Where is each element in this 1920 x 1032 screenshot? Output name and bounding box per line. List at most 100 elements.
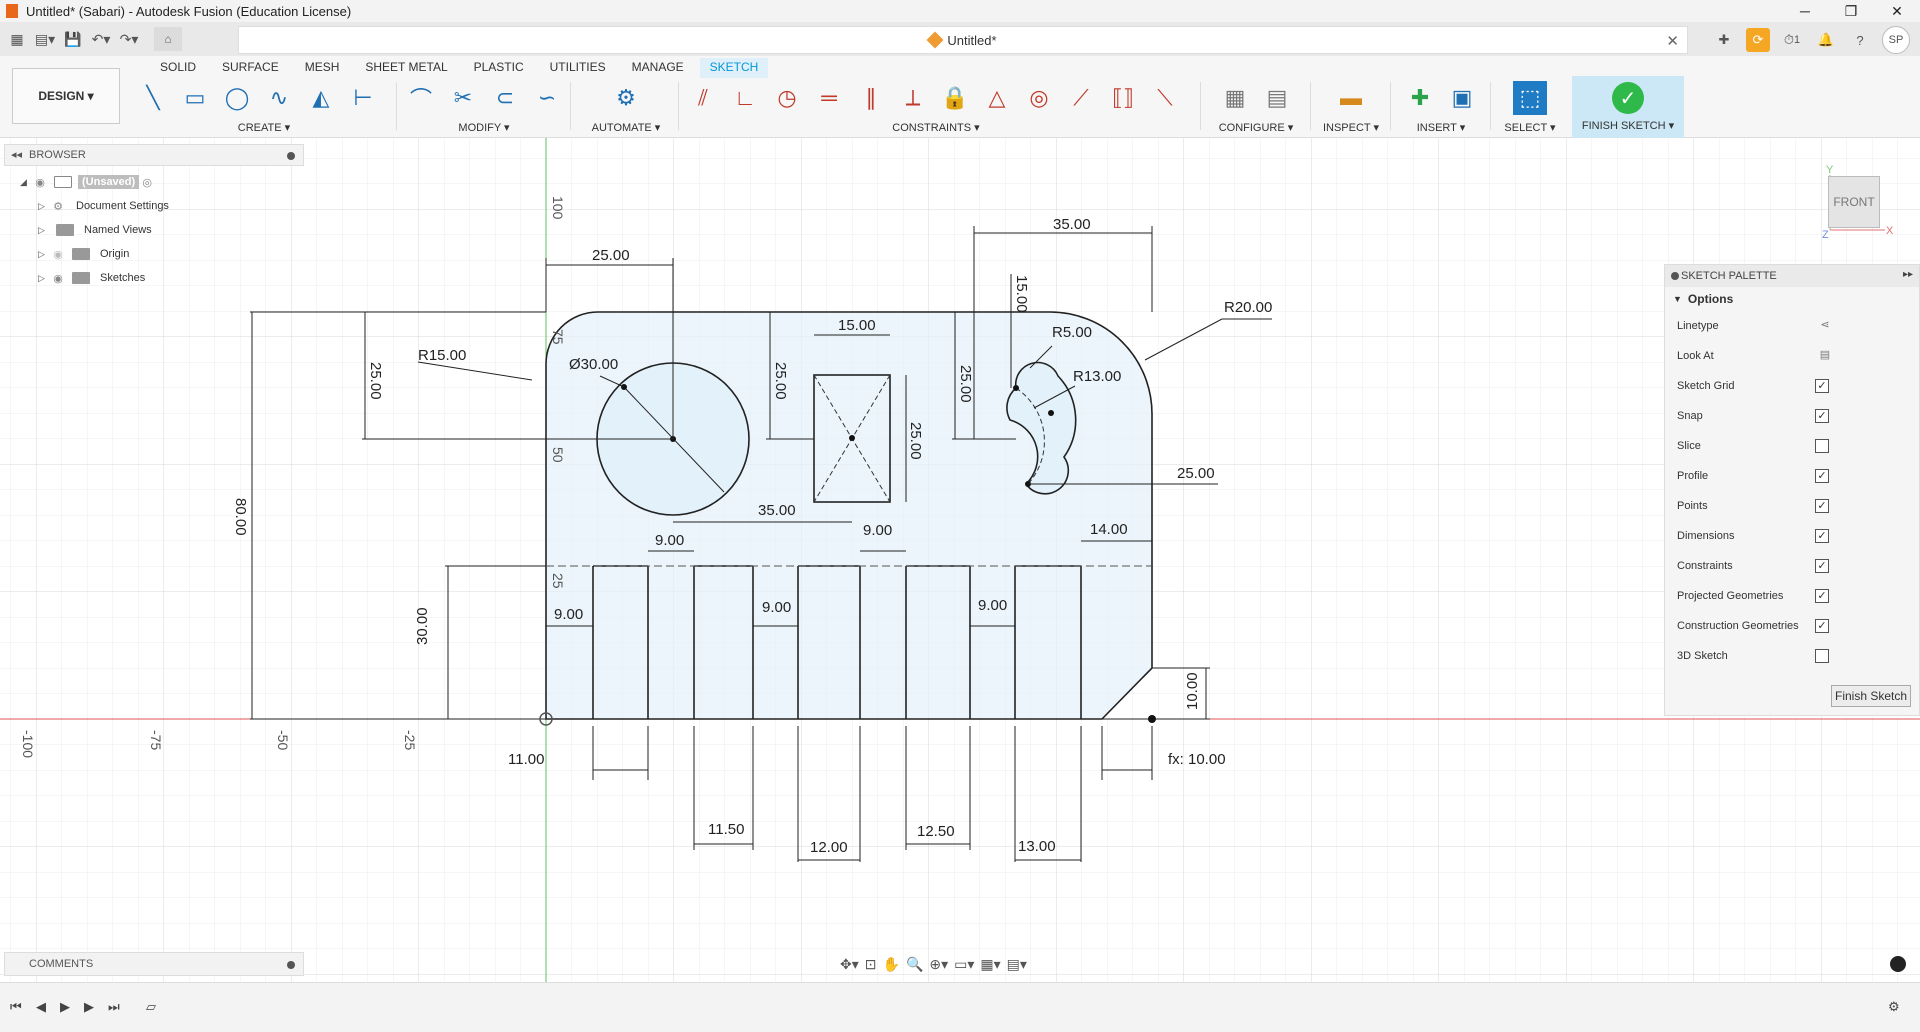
- checkbox[interactable]: [1815, 439, 1829, 453]
- fillet-icon[interactable]: ⌒: [409, 87, 432, 112]
- job-status-icon[interactable]: ⏱1: [1783, 32, 1801, 47]
- dim-r13[interactable]: R13.00: [1073, 368, 1121, 385]
- next-step-icon[interactable]: ▶: [84, 999, 94, 1014]
- pin-icon[interactable]: [287, 152, 295, 160]
- insert-component-icon[interactable]: ✚: [1410, 85, 1430, 110]
- pan-icon[interactable]: ✋: [882, 955, 900, 972]
- finish-sketch-palette-button[interactable]: Finish Sketch: [1831, 685, 1911, 707]
- play-icon[interactable]: ▶: [60, 999, 70, 1014]
- select-menu[interactable]: SELECT ▾: [1504, 122, 1556, 134]
- dim-12-00[interactable]: 12.00: [810, 839, 848, 856]
- tree-origin[interactable]: ▷ ◉ Origin: [38, 245, 133, 263]
- browser-panel-header[interactable]: ◂◂ BROWSER: [4, 144, 304, 166]
- dim-dia30[interactable]: Ø30.00: [569, 356, 618, 373]
- dim-r20[interactable]: R20.00: [1224, 299, 1272, 316]
- orbit-icon[interactable]: ✥▾: [840, 955, 859, 972]
- tree-document-settings[interactable]: ▷ ⚙ Document Settings: [38, 197, 173, 215]
- horizontal-vertical-icon[interactable]: ∟: [734, 85, 756, 110]
- look-at-icon[interactable]: ▤: [1819, 349, 1831, 361]
- dim-fx10[interactable]: fx: 10.00: [1168, 751, 1226, 768]
- checkbox[interactable]: [1815, 649, 1829, 663]
- display-settings-icon[interactable]: ▭▾: [954, 955, 975, 972]
- measure-icon[interactable]: ▬: [1340, 85, 1362, 110]
- comments-panel[interactable]: COMMENTS: [4, 952, 304, 976]
- dim-25-top[interactable]: 25.00: [592, 247, 630, 264]
- collapse-arrow-icon[interactable]: ◂◂: [11, 149, 23, 161]
- extensions-icon[interactable]: ⟳: [1746, 28, 1770, 52]
- redo-icon[interactable]: ↷▾: [119, 30, 139, 47]
- visibility-eye-icon[interactable]: ◉: [35, 176, 45, 189]
- triangle-icon[interactable]: △: [988, 85, 1006, 110]
- concentric-icon[interactable]: ◎: [1029, 85, 1049, 110]
- checkbox[interactable]: ✓: [1815, 469, 1829, 483]
- dim-9-e[interactable]: 9.00: [978, 597, 1007, 614]
- sketch-timeline-icon[interactable]: ▱: [146, 999, 156, 1014]
- constraints-menu[interactable]: CONSTRAINTS ▾: [892, 122, 980, 134]
- document-tab[interactable]: Untitled* ✕: [238, 26, 1688, 54]
- sketch-canvas[interactable]: 100 75 50 25 -100 -75 -50 -25 25.00 35.0…: [0, 138, 1920, 982]
- new-tab-icon[interactable]: ✚: [1718, 32, 1730, 47]
- hidden-eye-icon[interactable]: ◉: [53, 248, 63, 261]
- previous-step-icon[interactable]: ◀: [36, 999, 46, 1014]
- trim-icon[interactable]: ✂: [453, 85, 473, 110]
- palette-header[interactable]: SKETCH PALETTE ▸▸: [1665, 265, 1919, 287]
- inspect-menu[interactable]: INSPECT ▾: [1322, 122, 1380, 134]
- zoom-icon[interactable]: 🔍: [905, 955, 924, 972]
- dim-15[interactable]: 15.00: [838, 317, 876, 334]
- options-section[interactable]: ▼ Options: [1665, 287, 1919, 311]
- create-menu[interactable]: CREATE ▾: [237, 122, 291, 134]
- insert-menu[interactable]: INSERT ▾: [1416, 122, 1466, 134]
- dim-80[interactable]: 80.00: [232, 498, 249, 536]
- extend-icon[interactable]: ∽: [537, 85, 557, 110]
- tab-sheet-metal[interactable]: SHEET METAL: [365, 60, 448, 74]
- checkbox[interactable]: ✓: [1815, 559, 1829, 573]
- offset-icon[interactable]: ⊂: [495, 85, 515, 110]
- curvature-icon[interactable]: ⟍: [1157, 85, 1173, 110]
- automate-icon[interactable]: ⚙: [616, 85, 636, 110]
- viewports-icon[interactable]: ▤▾: [1006, 955, 1027, 972]
- tab-sketch[interactable]: SKETCH: [699, 58, 769, 78]
- maximize-button[interactable]: ❐: [1844, 2, 1858, 19]
- circle-icon[interactable]: ◯: [224, 85, 250, 110]
- look-at-icon[interactable]: ⊡: [864, 955, 877, 972]
- dim-r5[interactable]: R5.00: [1052, 324, 1092, 341]
- select-icon[interactable]: ⬚: [1513, 81, 1547, 115]
- expand-icon[interactable]: ▷: [38, 224, 45, 235]
- dim-25-c[interactable]: 25.00: [957, 365, 974, 403]
- mirror-icon[interactable]: ◭: [312, 85, 330, 110]
- symmetry-icon[interactable]: ⟦⟧: [1112, 85, 1134, 110]
- modify-menu[interactable]: MODIFY ▾: [458, 122, 510, 134]
- expand-icon[interactable]: ▷: [38, 248, 45, 259]
- close-document-icon[interactable]: ✕: [1666, 33, 1679, 50]
- insert-image-icon[interactable]: ▣: [1451, 85, 1473, 110]
- dim-14[interactable]: 14.00: [1090, 521, 1128, 538]
- tab-manage[interactable]: MANAGE: [631, 60, 684, 74]
- file-menu-icon[interactable]: ▤▾: [34, 30, 56, 47]
- dim-30[interactable]: 30.00: [414, 607, 431, 645]
- checkbox[interactable]: ✓: [1815, 529, 1829, 543]
- tab-utilities[interactable]: UTILITIES: [549, 60, 606, 74]
- activate-icon[interactable]: ◎: [142, 176, 152, 189]
- configure-icon[interactable]: ▦: [1224, 85, 1246, 110]
- notifications-icon[interactable]: 🔔: [1817, 32, 1835, 47]
- save-icon[interactable]: 💾: [64, 30, 82, 47]
- expand-icon[interactable]: ▷: [38, 272, 45, 283]
- dim-9-d[interactable]: 9.00: [762, 599, 791, 616]
- dim-10-v[interactable]: 10.00: [1184, 672, 1201, 710]
- dimension-icon[interactable]: ⊢: [353, 85, 373, 110]
- dim-9-a[interactable]: 9.00: [655, 532, 684, 549]
- checkbox[interactable]: ✓: [1815, 499, 1829, 513]
- configure-menu[interactable]: CONFIGURE ▾: [1218, 122, 1294, 134]
- zoom-window-icon[interactable]: ⊕▾: [929, 955, 949, 972]
- tree-named-views[interactable]: ▷ Named Views: [38, 221, 156, 239]
- close-button[interactable]: ✕: [1891, 2, 1903, 19]
- timeline-settings-icon[interactable]: ⚙: [1888, 999, 1900, 1014]
- coincident-icon[interactable]: ⫽: [698, 85, 708, 110]
- collinear-icon[interactable]: ⟋: [1073, 85, 1089, 110]
- home-icon[interactable]: ⌂: [154, 27, 182, 51]
- minimize-button[interactable]: ─: [1800, 3, 1810, 19]
- expand-icon[interactable]: ▷: [38, 200, 45, 211]
- tree-item-unsaved[interactable]: (Unsaved): [78, 175, 140, 189]
- dim-11[interactable]: 11.00: [508, 751, 544, 768]
- dim-25-right[interactable]: 25.00: [1177, 465, 1215, 482]
